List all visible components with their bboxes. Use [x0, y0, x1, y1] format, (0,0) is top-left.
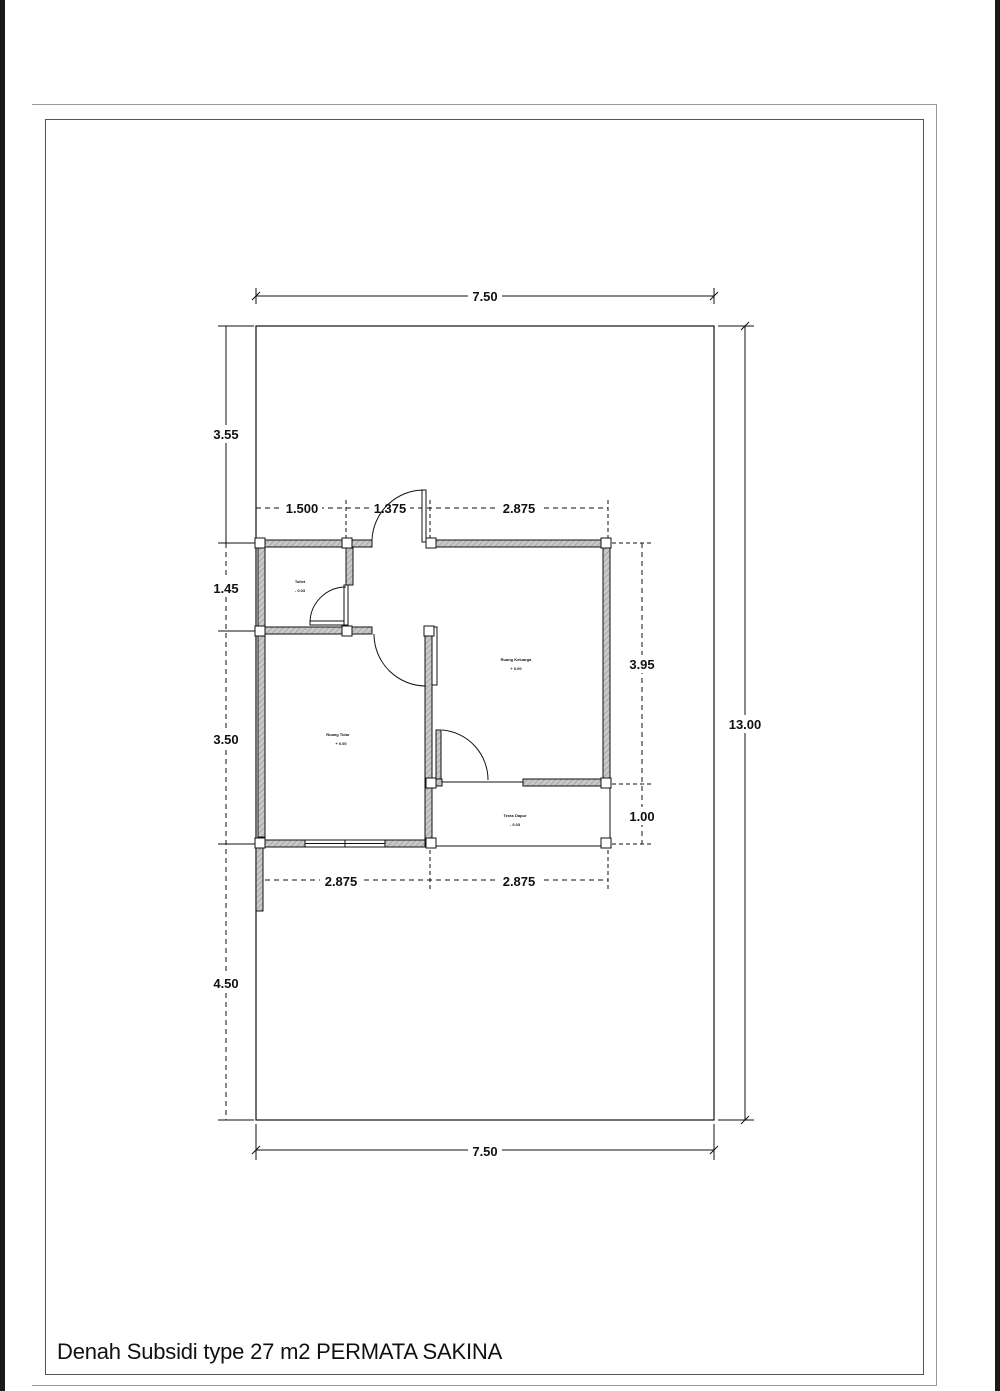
dim-bottom-seg-2: 2.875	[503, 874, 536, 889]
dim-top-seg-2: 1.375	[374, 501, 407, 516]
lot-boundary	[255, 325, 715, 1121]
room-toilet-level: - 0.03	[295, 588, 306, 593]
room-kitchen-level: - 0.03	[510, 822, 521, 827]
room-kitchen-name: Teras Dapur	[503, 813, 526, 818]
dim-left-rear: 4.50	[213, 976, 238, 991]
dim-bottom-width: 7.50	[472, 1144, 497, 1159]
right-edge-bar	[995, 0, 1000, 1391]
dimension-left-chain	[218, 325, 256, 1121]
dimension-right-chain	[612, 542, 652, 845]
kitchen-door	[441, 729, 489, 781]
dim-right-kitchen: 1.00	[629, 809, 654, 824]
dim-bottom-seg-1: 2.875	[325, 874, 358, 889]
walls	[255, 539, 611, 912]
dim-top-width: 7.50	[472, 289, 497, 304]
bedroom-window	[304, 839, 386, 848]
toilet-door	[309, 584, 349, 626]
dimension-bottom-chain	[256, 850, 609, 890]
dim-top-seg-1: 1.500	[286, 501, 319, 516]
sheet-frame	[45, 119, 924, 1375]
room-living-name: Ruang Keluarga	[501, 657, 532, 662]
kitchen-terrace	[431, 781, 611, 847]
drawing-caption: Denah Subsidi type 27 m2 PERMATA SAKINA	[57, 1339, 503, 1364]
dim-top-seg-3: 2.875	[503, 501, 536, 516]
dim-right-living: 3.95	[629, 657, 654, 672]
front-door	[371, 489, 427, 543]
dim-left-front: 3.55	[213, 427, 238, 442]
room-bedroom-name: Ruang Tidur	[326, 732, 350, 737]
room-bedroom-level: + 0.00	[335, 741, 347, 746]
bedroom-door	[373, 633, 427, 687]
dim-left-toilet: 1.45	[213, 581, 238, 596]
room-living-level: + 0.00	[510, 666, 522, 671]
room-toilet-name: Toilet	[295, 579, 306, 584]
dim-left-bedroom: 3.50	[213, 732, 238, 747]
left-edge-bar	[0, 0, 5, 1391]
columns	[254, 537, 612, 849]
sheet-outer-border	[32, 104, 937, 1386]
dim-right-total: 13.00	[729, 717, 762, 732]
